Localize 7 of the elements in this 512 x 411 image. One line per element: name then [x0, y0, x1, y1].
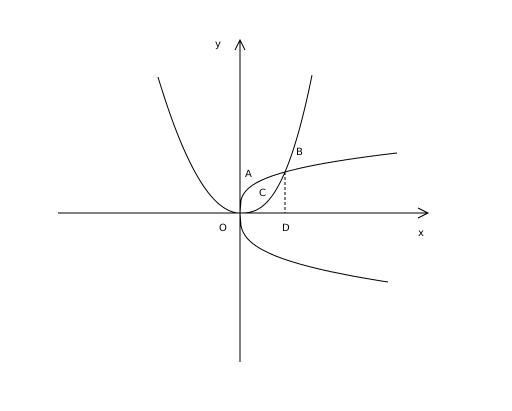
- point-label: A: [245, 170, 252, 180]
- point-label: O: [219, 224, 227, 234]
- point-label: x: [418, 229, 424, 239]
- point-label: D: [282, 224, 290, 234]
- point-label: B: [296, 148, 303, 158]
- point-label: y: [215, 40, 221, 50]
- point-label: C: [259, 189, 266, 199]
